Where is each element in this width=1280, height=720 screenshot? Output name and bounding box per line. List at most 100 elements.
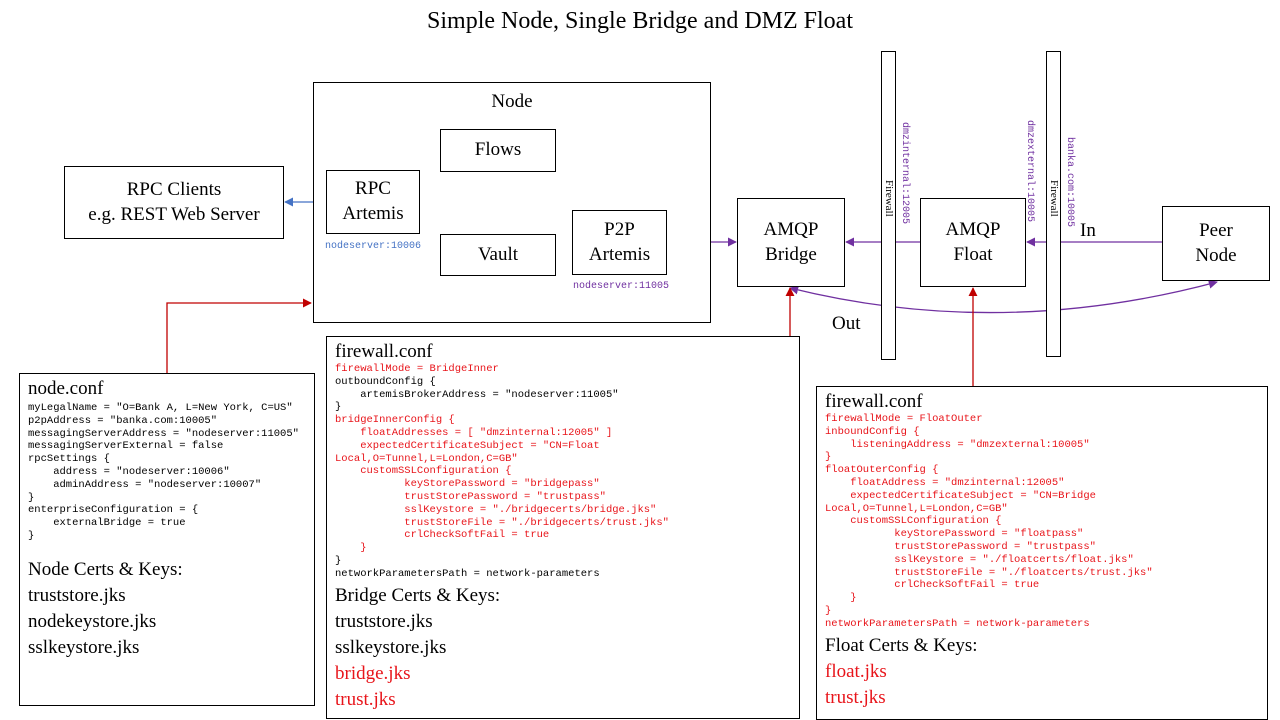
bridge_conf-code-line: sslKeystore = "./bridgecerts/bridge.jks" [335, 503, 657, 516]
firewall-outer-label: Firewall [1048, 180, 1060, 217]
bridge_conf-code-line: keyStorePassword = "bridgepass" [335, 478, 600, 491]
bridge_conf-code-line: trustStorePassword = "trustpass" [335, 490, 606, 503]
float_conf-code-line: expectedCertificateSubject = "CN=Bridge [825, 489, 1096, 502]
in-label: In [1080, 220, 1096, 241]
bridge-conf-panel: firewall.conf firewallMode = BridgeInner… [326, 336, 800, 719]
float_conf-code-line: listeningAddress = "dmzexternal:10005" [825, 438, 1090, 451]
float_conf-code-line: } [825, 592, 857, 605]
node_conf-cert-item: truststore.jks [28, 584, 126, 606]
bridge_conf-code-line: } [335, 542, 367, 555]
node_conf-code-line: rpcSettings { [28, 453, 110, 466]
float-certs-list: float.jks trust.jks [825, 659, 1259, 711]
bridge_conf-cert-item: trust.jks [335, 688, 396, 710]
bridge_conf-code-line: trustStoreFile = "./bridgecerts/trust.jk… [335, 516, 669, 529]
p2p-artemis-line2: Artemis [588, 243, 651, 265]
bridge_conf-code-line: crlCheckSoftFail = true [335, 529, 550, 542]
node_conf-code-line: address = "nodeserver:10006" [28, 465, 230, 478]
float_conf-code-line: trustStoreFile = "./floatcerts/trust.jks… [825, 566, 1153, 579]
node_conf-cert-item: nodekeystore.jks [28, 610, 157, 632]
bridge_conf-code-line: floatAddresses = [ "dmzinternal:12005" ] [335, 426, 613, 439]
node-certs-title: Node Certs & Keys: [28, 558, 183, 580]
float_conf-code-line: crlCheckSoftFail = true [825, 579, 1040, 592]
rpc-artemis-line1: RPC [355, 178, 391, 200]
node-label: Node [491, 91, 533, 112]
amqp-float-box: AMQP Float [920, 198, 1026, 287]
bridge_conf-code-line: expectedCertificateSubject = "CN=Float [335, 439, 600, 452]
bridge_conf-code-line: networkParametersPath = network-paramete… [335, 567, 600, 580]
vault-box: Vault [440, 234, 556, 276]
rpc-artemis-box: RPC Artemis [326, 170, 420, 234]
bridge_conf-cert-item: truststore.jks [335, 610, 433, 632]
float_conf-cert-item: trust.jks [825, 686, 886, 708]
node_conf-code-line: messagingServerExternal = false [28, 440, 224, 453]
node-conf-panel: node.conf myLegalName = "O=Bank A, L=New… [19, 373, 315, 706]
rpc-clients-box: RPC Clients e.g. REST Web Server [64, 166, 284, 239]
float_conf-cert-item: float.jks [825, 660, 887, 682]
bridge_conf-code-line: firewallMode = BridgeInner [335, 363, 499, 375]
float_conf-code-line: floatOuterConfig { [825, 464, 939, 477]
node-conf-code: myLegalName = "O=Bank A, L=New York, C=U… [28, 402, 306, 543]
float_conf-code-line: networkParametersPath = network-paramete… [825, 617, 1090, 630]
bridge-conf-title: firewall.conf [335, 341, 433, 362]
rpc-artemis-port: nodeserver:10006 [325, 241, 422, 252]
rpc-clients-line1: RPC Clients [126, 178, 222, 200]
p2p-artemis-box: P2P Artemis [572, 210, 667, 275]
bridge_conf-code-line: Local,O=Tunnel,L=London,C=GB" [335, 452, 518, 465]
peer-node-line2: Node [1195, 244, 1237, 266]
node_conf-code-line: enterpriseConfiguration = { [28, 504, 199, 517]
bridge_conf-code-line: bridgeInnerConfig { [335, 414, 455, 427]
bridge_conf-cert-item: bridge.jks [335, 662, 411, 684]
p2p-artemis-port: nodeserver:11005 [573, 281, 670, 292]
bridge_conf-code-line: customSSLConfiguration { [335, 465, 512, 478]
bridge_conf-code-line: artemisBrokerAddress = "nodeserver:11005… [335, 388, 619, 401]
amqp-bridge-line2: Bridge [765, 243, 817, 265]
arrow-bridge-peer-out [789, 279, 1218, 314]
firewall-inner-label: Firewall [883, 180, 895, 217]
bridge_conf-code-line: } [335, 401, 342, 414]
firewall-outer: Firewall [1046, 51, 1061, 357]
float-certs-title: Float Certs & Keys: [825, 634, 978, 656]
amqp-float-line1: AMQP [945, 218, 1001, 240]
bridge_conf-cert-item: sslkeystore.jks [335, 636, 447, 658]
bridge-certs-title: Bridge Certs & Keys: [335, 584, 501, 606]
rpc-clients-line2: e.g. REST Web Server [88, 203, 260, 225]
rpc-artemis-line2: Artemis [342, 203, 404, 224]
firewall-outer-dmz-port: dmzexternal:10005 [1024, 120, 1035, 223]
flows-label: Flows [474, 139, 522, 161]
link-nodeconf-node [166, 298, 312, 373]
float_conf-code-line: sslKeystore = "./floatcerts/float.jks" [825, 553, 1134, 566]
float_conf-code-line: trustStorePassword = "trustpass" [825, 540, 1096, 553]
firewall-inner-port: dmzinternal:12005 [899, 122, 910, 225]
bridge-certs-list: truststore.jks sslkeystore.jks bridge.jks t… [335, 609, 791, 713]
out-label: Out [832, 313, 861, 334]
bridge_conf-code-line: outboundConfig { [335, 375, 436, 388]
vault-label: Vault [477, 243, 519, 265]
float_conf-code-line: Local,O=Tunnel,L=London,C=GB" [825, 502, 1008, 515]
node_conf-code-line: messagingServerAddress = "nodeserver:110… [28, 427, 299, 440]
bridge_conf-code-line: } [335, 554, 342, 567]
flows-box: Flows [440, 129, 556, 172]
node_conf-code-line: } [28, 529, 35, 542]
diagram-title: Simple Node, Single Bridge and DMZ Float [427, 8, 853, 34]
peer-node-box: Peer Node [1162, 206, 1270, 281]
node-conf-title: node.conf [28, 378, 104, 399]
float-conf-title: firewall.conf [825, 391, 923, 412]
amqp-bridge-line1: AMQP [763, 218, 819, 240]
float_conf-code-line: } [825, 451, 832, 464]
float_conf-code-line: inboundConfig { [825, 425, 920, 438]
firewall-outer-public-port: banka.com:10005 [1064, 137, 1075, 228]
node_conf-code-line: adminAddress = "nodeserver:10007" [28, 478, 262, 491]
node_conf-code-line: externalBridge = true [28, 517, 186, 530]
p2p-artemis-line1: P2P [604, 218, 635, 240]
node_conf-code-line: } [28, 491, 35, 504]
amqp-float-line2: Float [953, 243, 993, 265]
node_conf-code-line: p2pAddress = "banka.com:10005" [28, 414, 218, 427]
firewall-inner: Firewall [881, 51, 896, 360]
float_conf-code-line: floatAddress = "dmzinternal:12005" [825, 476, 1065, 489]
float_conf-code-line: customSSLConfiguration { [825, 515, 1002, 528]
float_conf-code-line: firewallMode = FloatOuter [825, 413, 983, 425]
